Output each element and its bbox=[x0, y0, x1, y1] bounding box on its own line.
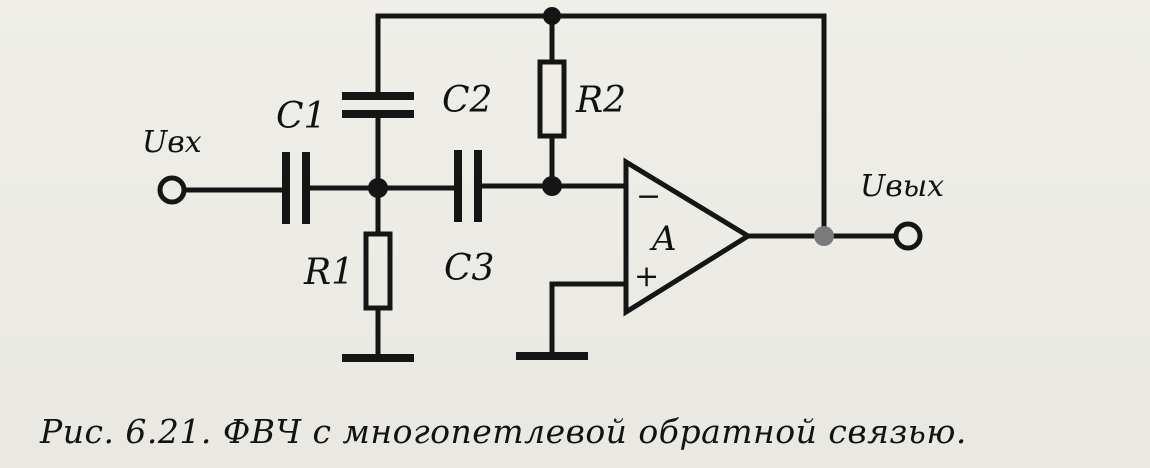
node-junction-1 bbox=[368, 178, 388, 198]
wire-feedback-top bbox=[375, 13, 827, 239]
node-junction-2 bbox=[542, 176, 562, 196]
label-inverting-sign: − bbox=[636, 179, 661, 214]
circuit-diagram: Uвх C1 C2 R2 R1 C3 Uвых A − + bbox=[142, 7, 944, 362]
opamp-triangle bbox=[623, 157, 753, 317]
label-input: Uвх bbox=[142, 125, 202, 160]
wire-noninverting-ground bbox=[549, 281, 629, 355]
label-c1: C1 bbox=[276, 96, 326, 137]
input-terminal bbox=[157, 175, 187, 205]
label-r1: R1 bbox=[303, 252, 354, 293]
label-opamp: A bbox=[649, 219, 677, 259]
label-output: Uвых bbox=[860, 169, 944, 204]
resistor-r2 bbox=[537, 59, 567, 139]
output-terminal bbox=[893, 221, 923, 251]
figure-caption: Рис. 6.21. ФВЧ с многопетлевой обратной … bbox=[40, 412, 967, 451]
node-output bbox=[814, 226, 834, 246]
label-noninverting-sign: + bbox=[634, 259, 659, 294]
label-c3: C3 bbox=[444, 248, 494, 289]
resistor-r1 bbox=[363, 231, 393, 311]
node-c2-top bbox=[543, 7, 561, 25]
label-r2: R2 bbox=[575, 80, 626, 121]
label-c2: C2 bbox=[442, 80, 492, 121]
